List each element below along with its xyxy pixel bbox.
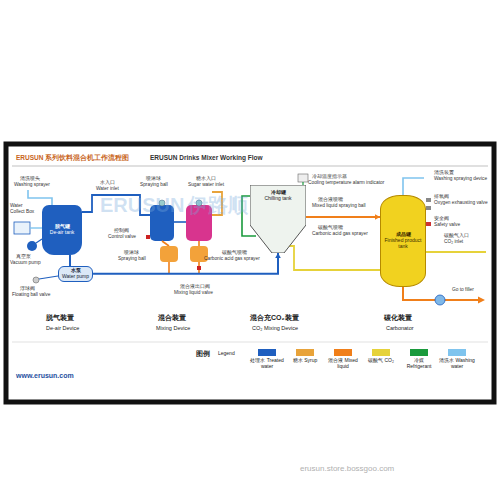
watermark: 伊路顺: [188, 195, 248, 215]
deair-tank: 脱气罐De-air tank: [42, 205, 82, 255]
part-label: 浮球阀: [20, 286, 35, 292]
part-label: 喷淋球: [146, 176, 161, 182]
part-label: 碳酸气喷嘴: [222, 250, 247, 256]
device-name: De-air Device: [46, 325, 79, 331]
watermark: erusun.store.bossgoo.com: [300, 464, 394, 473]
part-label: Water inlet: [96, 186, 119, 192]
node-text: Water pump: [62, 274, 89, 280]
legend-text: 碳酸气 CO₂: [363, 358, 399, 364]
part-label: 混合液出口阀: [180, 284, 210, 290]
part-label: Washing sprayer: [14, 182, 50, 188]
part-label: Cooling temperature alarm indicator: [308, 180, 384, 186]
legend-swatch: [448, 349, 466, 356]
legend-text: 糖水 Syrup: [287, 358, 323, 364]
part-label: CO₂ inlet: [444, 239, 463, 245]
part-label: Carbonic acid gas sprayer: [312, 231, 368, 237]
part-label: 混合液喷嘴: [318, 197, 343, 203]
node-text: De-air tank: [50, 230, 74, 236]
legend-text: 处理水 Treated water: [249, 358, 285, 370]
pipe-connector: [93, 253, 281, 274]
part-label: Carbonic acid gas sprayer: [204, 256, 260, 262]
node-text: Finished product tank: [384, 238, 422, 250]
part-label: 清洗喷头: [20, 176, 40, 182]
device-name: 混合装置: [158, 314, 186, 322]
part-label: Mixing liquid valve: [174, 290, 213, 296]
part-label: Floating ball valve: [12, 292, 50, 298]
part-label: Oxygen exhausting valve: [434, 200, 488, 206]
part-label: Spraying ball: [140, 182, 168, 188]
pipe-connector: [70, 255, 71, 266]
legend-heading: Legend: [218, 351, 235, 357]
part-label: 真空泵: [16, 254, 31, 260]
website-url: www.erusun.com: [16, 372, 74, 380]
node-text: Chilling tank: [264, 196, 291, 202]
legend-swatch: [258, 349, 276, 356]
device-name: 混合充CO₂装置: [250, 314, 299, 322]
part-label: Spraying ball: [118, 256, 146, 262]
pipe-connector: [306, 214, 380, 220]
part-label: 碳酸气喷嘴: [318, 225, 343, 231]
chilling-tank: 冷却罐Chilling tank: [250, 185, 306, 253]
part-label: Go to filler: [452, 287, 474, 293]
carbonator-tank: 成品罐Finished product tank: [380, 195, 426, 287]
arrow-head: [275, 253, 281, 258]
device-name: Carbonator: [386, 325, 414, 331]
watermark: ERUSUN: [100, 195, 184, 215]
device-name: 脱气装置: [46, 314, 74, 322]
legend-swatch: [334, 349, 352, 356]
part-label: 排氧阀: [434, 194, 449, 200]
device-name: Mixing Device: [156, 325, 190, 331]
device-name: CO₂ Mixing Device: [252, 325, 298, 331]
device-name: 碳化装置: [384, 314, 412, 322]
part-label: Safety valve: [434, 222, 460, 228]
part-label: 安全阀: [434, 216, 449, 222]
part-label: 喷淋球: [124, 250, 139, 256]
part-label: Control valve: [108, 234, 136, 240]
part-label: 控制阀: [114, 228, 129, 234]
water-pump: 水泵Water pump: [58, 266, 93, 282]
part-label: Vacuum pump: [10, 260, 41, 266]
legend-text: 混合液 Mixed liquid: [325, 358, 361, 370]
part-label: 糖水入口: [196, 176, 216, 182]
legend-heading: 图例: [196, 350, 210, 357]
legend-text: 冷媒 Refrigerant: [401, 358, 437, 370]
part-label: Mixed liquid spraying ball: [312, 203, 366, 209]
part-label: 水入口: [100, 180, 115, 186]
diagram-title: ERUSUN 系列饮料混合机工作流程图: [16, 154, 129, 161]
legend-swatch: [296, 349, 314, 356]
part-label: Washing spraying device: [434, 176, 488, 182]
part-label: Sugar water inlet: [188, 182, 224, 188]
legend-swatch: [410, 349, 428, 356]
part-label: 碳酸气入口: [444, 233, 469, 239]
legend-swatch: [372, 349, 390, 356]
subtitle: ERUSUN Drinks Mixer Working Flow: [150, 154, 263, 161]
legend-text: 清洗水 Washing water: [439, 358, 475, 370]
part-label: Water Collect Box: [10, 203, 36, 214]
part-label: 清洗装置: [434, 170, 454, 176]
part-label: 冷却温度指示器: [312, 174, 347, 180]
